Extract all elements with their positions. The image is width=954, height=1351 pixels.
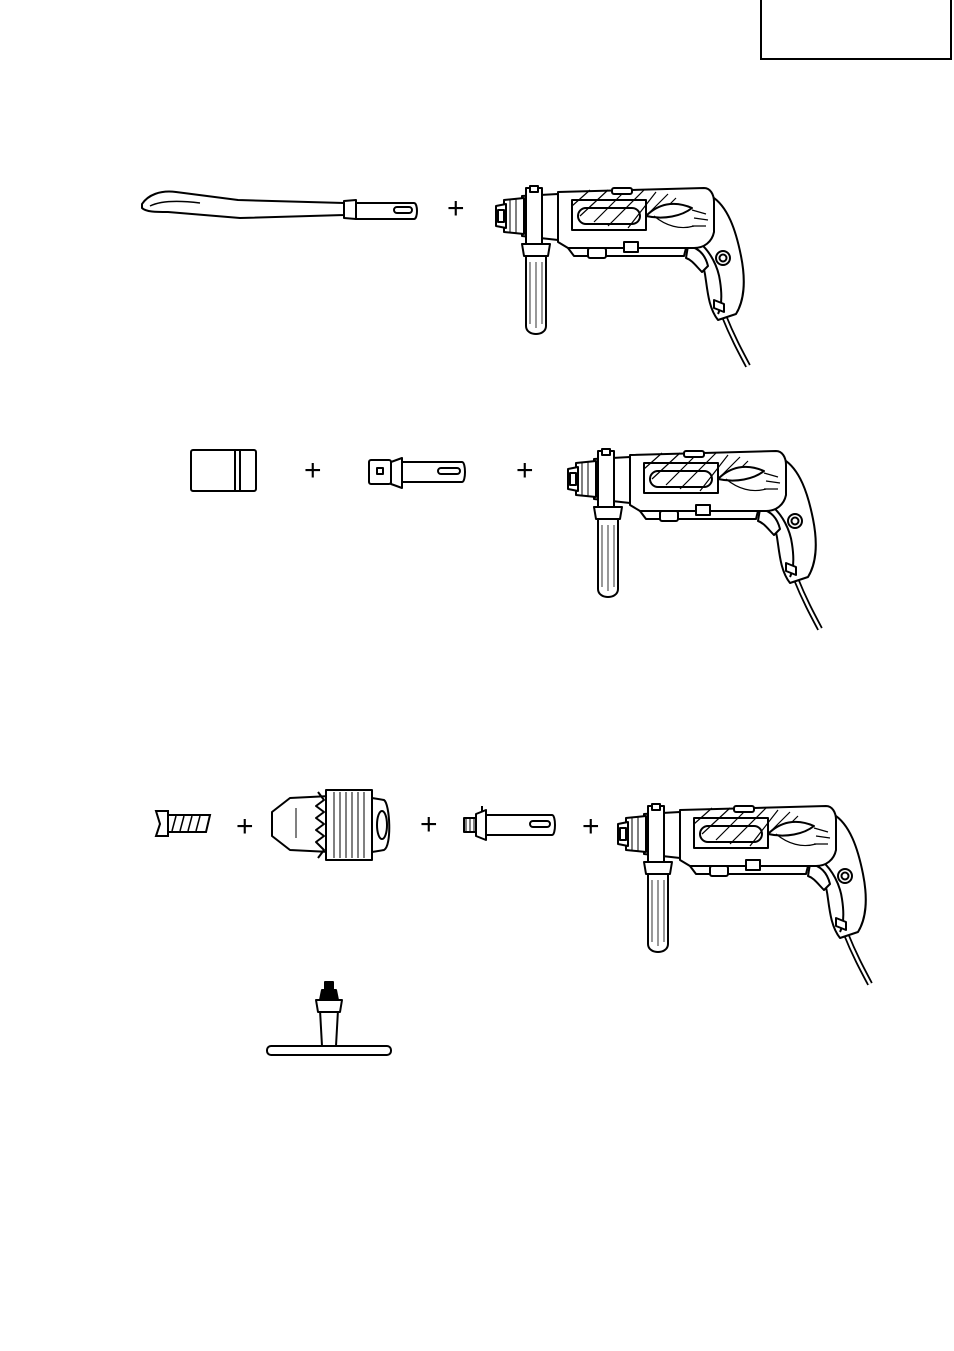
rotary-hammer-drawing — [496, 186, 748, 366]
chuck-key-drawing — [267, 982, 391, 1055]
scraper-bit-drawing — [142, 192, 417, 219]
adapter-shank-drawing — [464, 806, 555, 840]
adapter-screw-drawing — [156, 811, 210, 836]
drill-chuck-drawing — [272, 790, 389, 860]
rotary-hammer-drawing — [568, 449, 820, 629]
core-bit-drawing — [191, 450, 256, 491]
shank-adapter-drawing — [369, 458, 465, 488]
rotary-hammer-drawing — [618, 804, 870, 984]
